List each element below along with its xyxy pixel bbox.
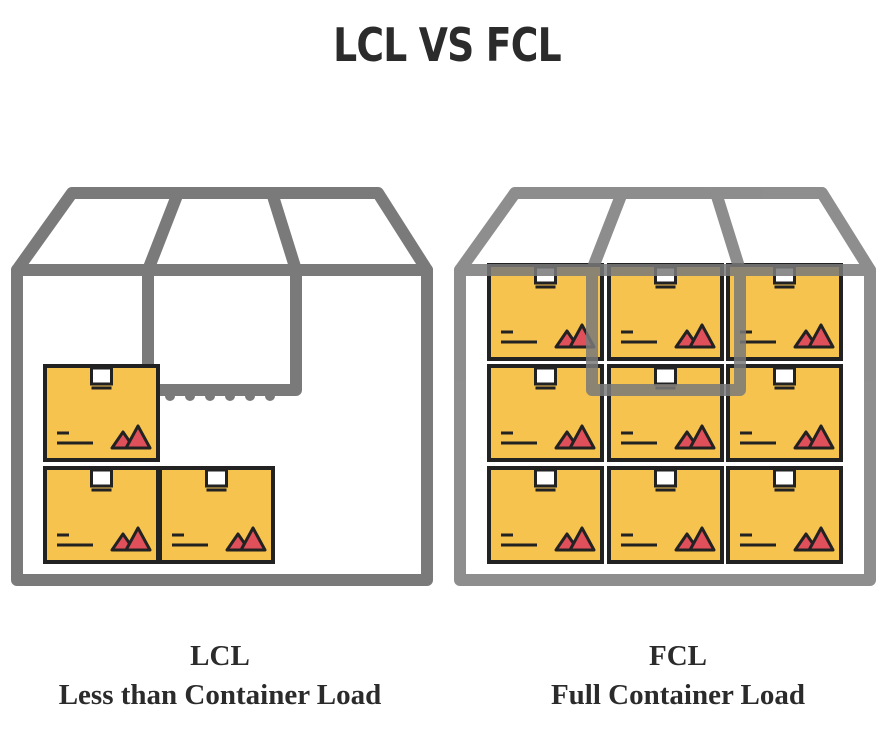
- fcl-caption: FCL Full Container Load: [458, 637, 894, 715]
- cardboard-box-icon: [43, 364, 160, 462]
- flap-dot: [205, 391, 215, 401]
- cardboard-box-icon: [487, 263, 604, 361]
- cardboard-box-icon: [607, 364, 724, 462]
- flap-dot: [185, 391, 195, 401]
- cardboard-box-icon: [158, 466, 275, 564]
- cardboard-box-icon: [487, 364, 604, 462]
- cardboard-box-icon: [43, 466, 160, 564]
- fcl-boxes: [487, 263, 843, 564]
- flap-dot: [225, 391, 235, 401]
- fcl-caption-long: Full Container Load: [550, 679, 806, 711]
- fcl-caption-short: FCL: [649, 640, 707, 672]
- open-container-icon-fcl: [454, 187, 876, 586]
- cardboard-box-icon: [607, 466, 724, 564]
- flap-dot: [165, 391, 175, 401]
- cardboard-box-icon: [726, 364, 843, 462]
- lcl-caption: LCL Less than Container Load: [0, 637, 440, 715]
- cardboard-box-icon: [726, 263, 843, 361]
- open-container-icon-lcl: [11, 187, 433, 586]
- lcl-boxes: [43, 364, 275, 564]
- flap-dot: [245, 391, 255, 401]
- container-flap-dots: [165, 391, 275, 401]
- page-title: LCL VS FCL: [333, 18, 561, 72]
- lcl-caption-short: LCL: [190, 640, 250, 672]
- lcl-caption-long: Less than Container Load: [58, 679, 382, 711]
- cardboard-box-icon: [726, 466, 843, 564]
- cardboard-box-icon: [607, 263, 724, 361]
- flap-dot: [265, 391, 275, 401]
- cardboard-box-icon: [487, 466, 604, 564]
